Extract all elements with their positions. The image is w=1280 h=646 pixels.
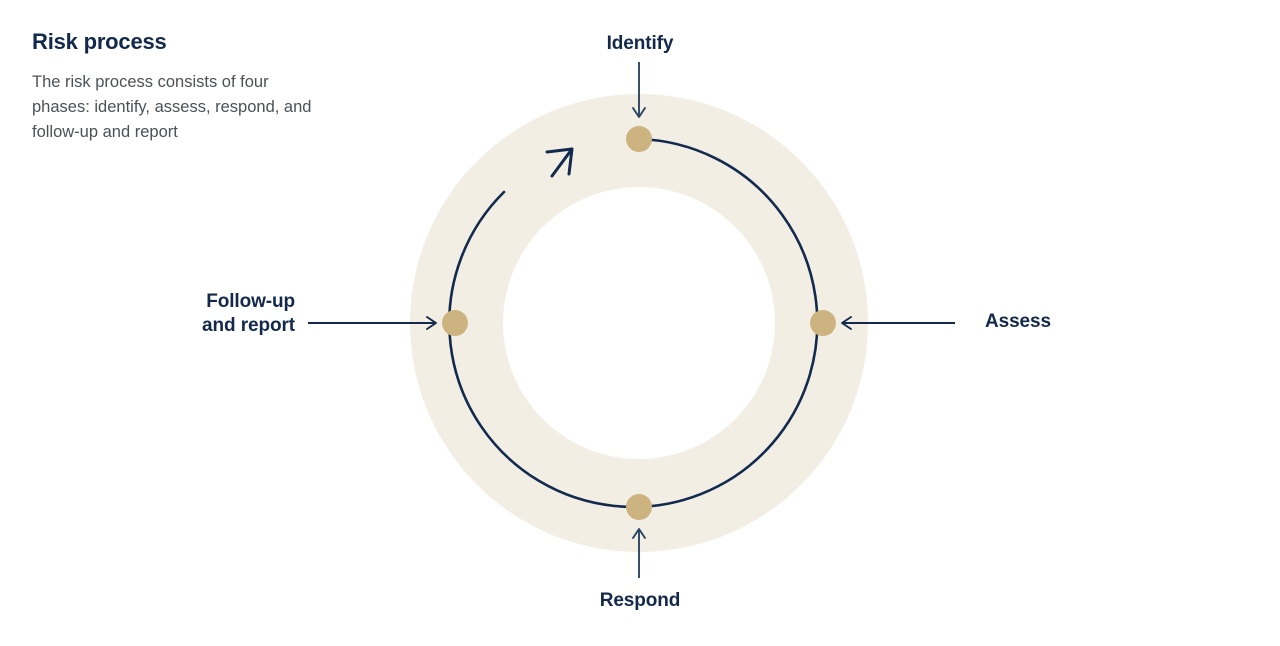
phase-node-identify[interactable]: [626, 126, 652, 152]
phase-label-follow-up-and-report: Follow-up and report: [202, 291, 295, 336]
connector-arrow-follow-up: [308, 316, 437, 330]
cycle-arc-path: [447, 137, 819, 509]
phase-label-identify: Identify: [606, 33, 674, 54]
phase-node-respond[interactable]: [626, 494, 652, 520]
connector-arrow-respond: [632, 528, 646, 578]
phase-node-assess[interactable]: [810, 310, 836, 336]
phase-node-follow-up[interactable]: [442, 310, 468, 336]
connector-arrow-assess: [841, 316, 955, 330]
phase-label-respond: Respond: [599, 590, 681, 611]
cycle-direction-arrowhead: [545, 147, 574, 178]
connector-arrow-identify: [632, 62, 646, 118]
phase-label-assess: Assess: [985, 311, 1051, 332]
